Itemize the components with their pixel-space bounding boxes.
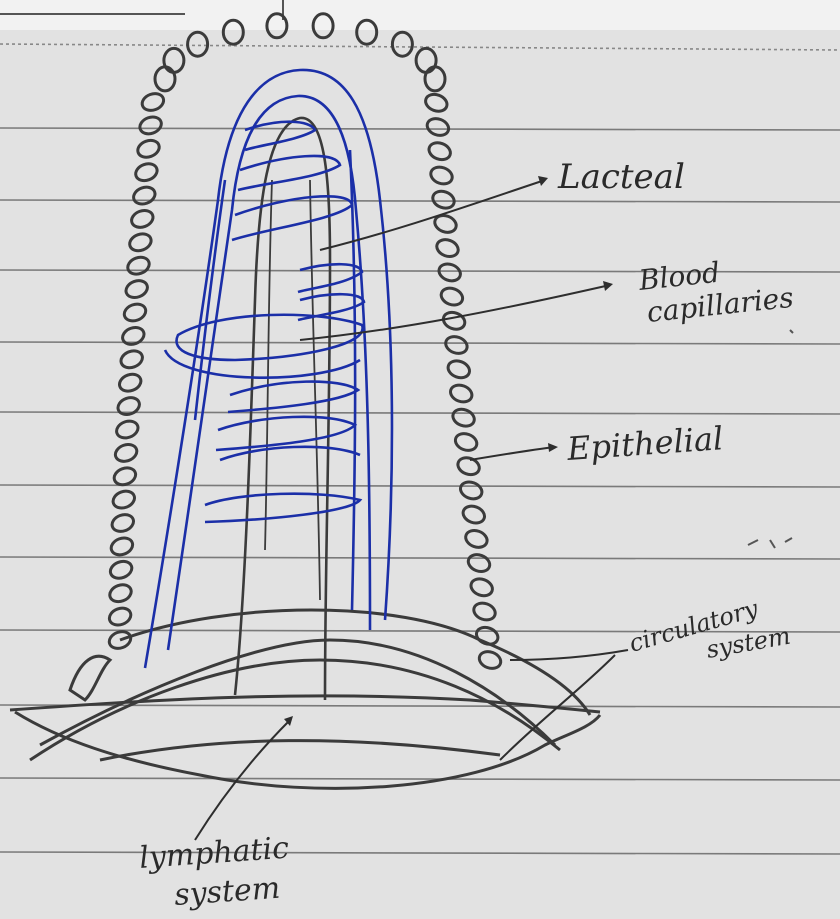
label-system-lymphatic: system [173, 871, 281, 913]
label-lacteal: Lacteal [557, 157, 685, 197]
